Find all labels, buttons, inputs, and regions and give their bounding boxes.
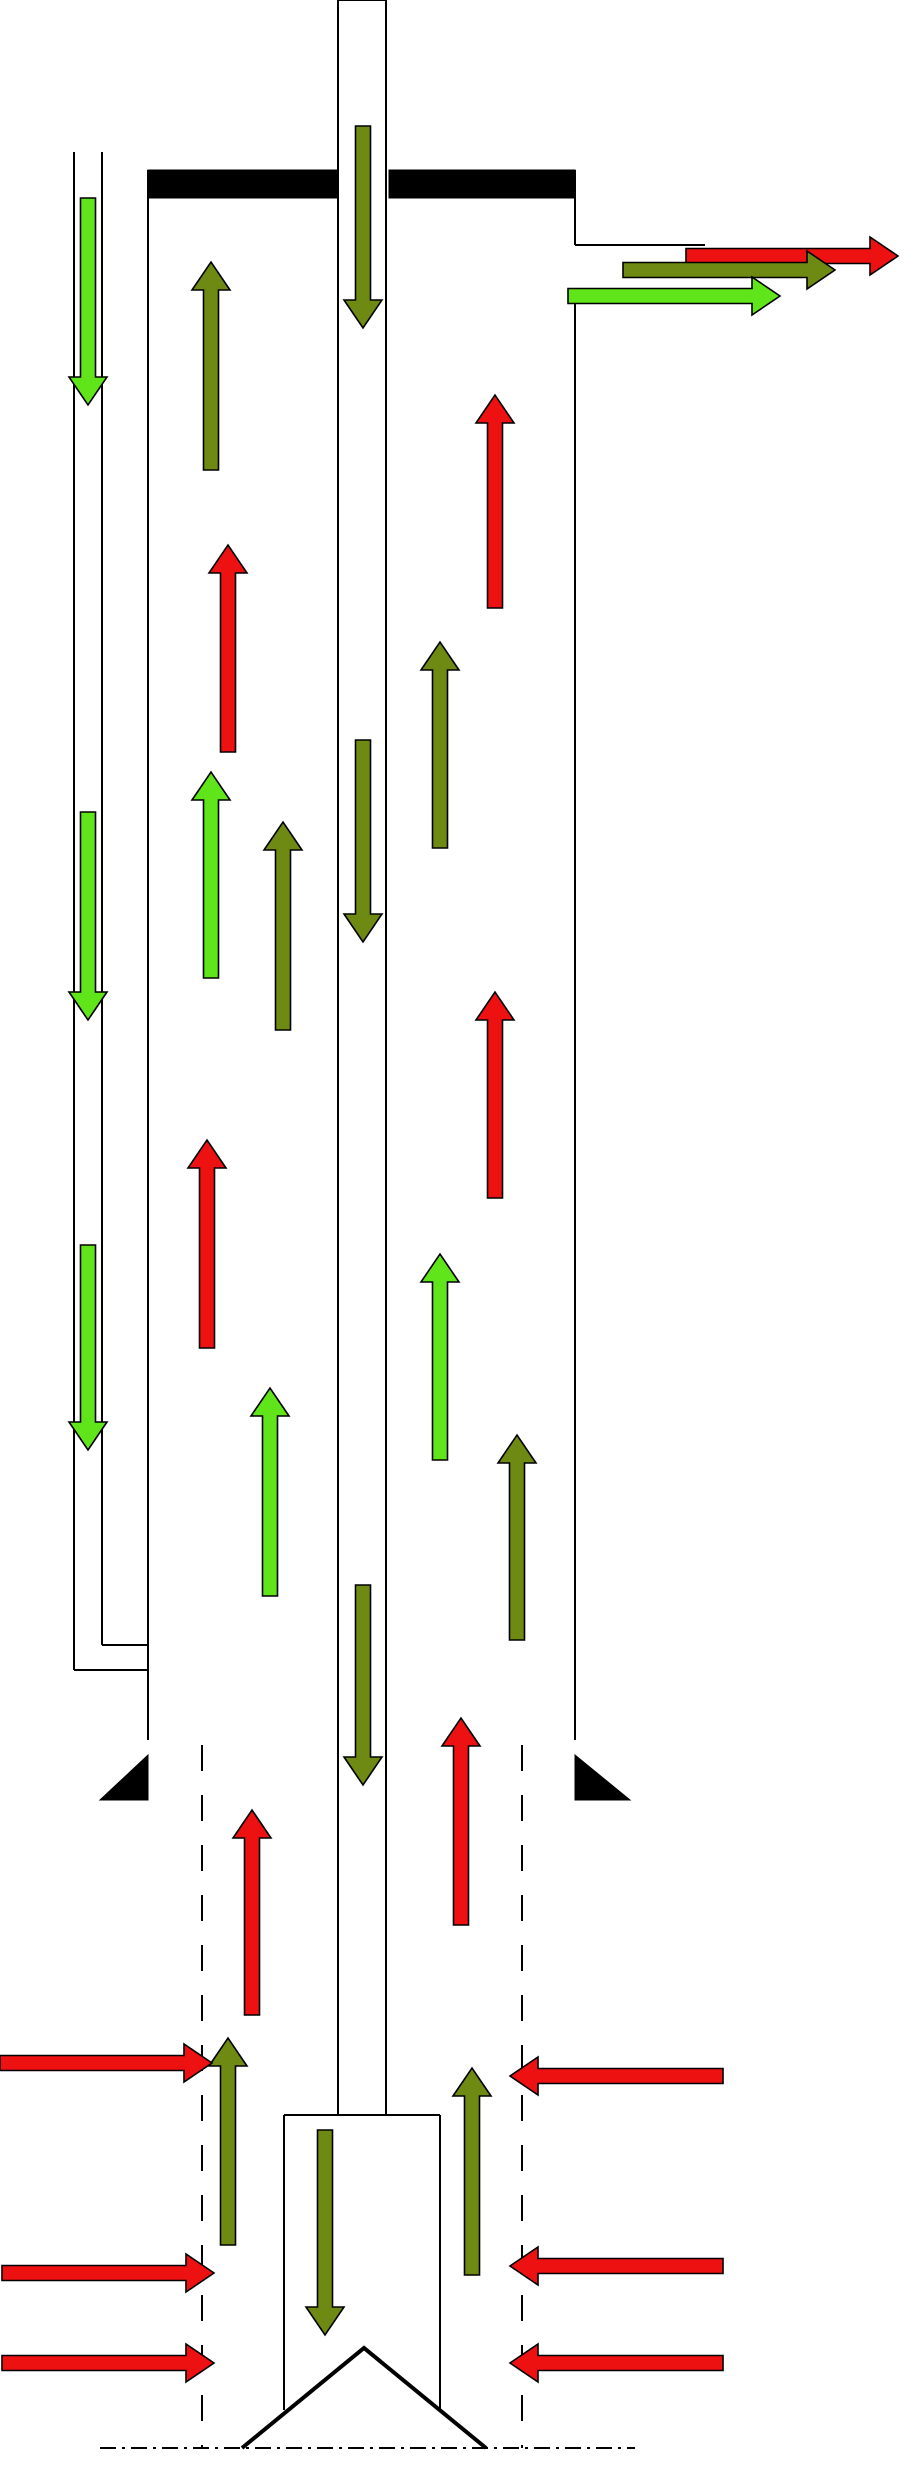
olive-flow-arrow-20 [207, 2036, 249, 2246]
red-flow-arrow-8 [207, 543, 249, 753]
red-flow-arrow-27 [1, 2252, 216, 2294]
red-flow-arrow-31 [508, 2342, 724, 2384]
green-flow-arrow-12 [249, 1386, 291, 1597]
right-support-wedge [574, 1753, 632, 1801]
olive-flow-arrow-5 [342, 739, 384, 944]
red-flow-arrow-26 [0, 2042, 214, 2084]
red-flow-arrow-28 [1, 2342, 216, 2384]
vessel-structure [73, 0, 705, 2450]
olive-flow-arrow-6 [342, 1584, 384, 1787]
top-plate-left [147, 169, 339, 199]
green-flow-arrow-1 [67, 197, 109, 407]
olive-flow-arrow-22 [304, 2129, 346, 2337]
cone-deflector [240, 2345, 488, 2450]
green-flow-arrow-25 [567, 275, 782, 317]
red-flow-arrow-13 [474, 393, 516, 609]
green-flow-arrow-9 [190, 770, 232, 979]
red-flow-arrow-19 [231, 1808, 273, 2016]
green-flow-arrow-2 [67, 811, 109, 1022]
red-flow-arrow-30 [508, 2245, 724, 2287]
left-support-wedge [98, 1753, 149, 1801]
olive-flow-arrow-7 [190, 260, 232, 471]
green-flow-arrow-16 [419, 1252, 461, 1461]
olive-flow-arrow-17 [496, 1433, 538, 1641]
olive-flow-arrow-10 [262, 820, 304, 1031]
red-flow-arrow-11 [186, 1138, 228, 1349]
solid-parts [98, 169, 632, 1801]
red-flow-arrow-18 [440, 1716, 482, 1926]
flow-arrows [0, 125, 900, 2384]
red-flow-arrow-29 [508, 2055, 724, 2097]
green-flow-arrow-3 [67, 1244, 109, 1452]
olive-flow-arrow-14 [419, 640, 461, 849]
top-plate-right [388, 169, 576, 199]
olive-flow-arrow-21 [451, 2066, 493, 2276]
olive-flow-arrow-24 [622, 249, 837, 291]
red-flow-arrow-23 [685, 235, 900, 277]
olive-flow-arrow-4 [342, 125, 384, 330]
red-flow-arrow-15 [474, 990, 516, 1199]
